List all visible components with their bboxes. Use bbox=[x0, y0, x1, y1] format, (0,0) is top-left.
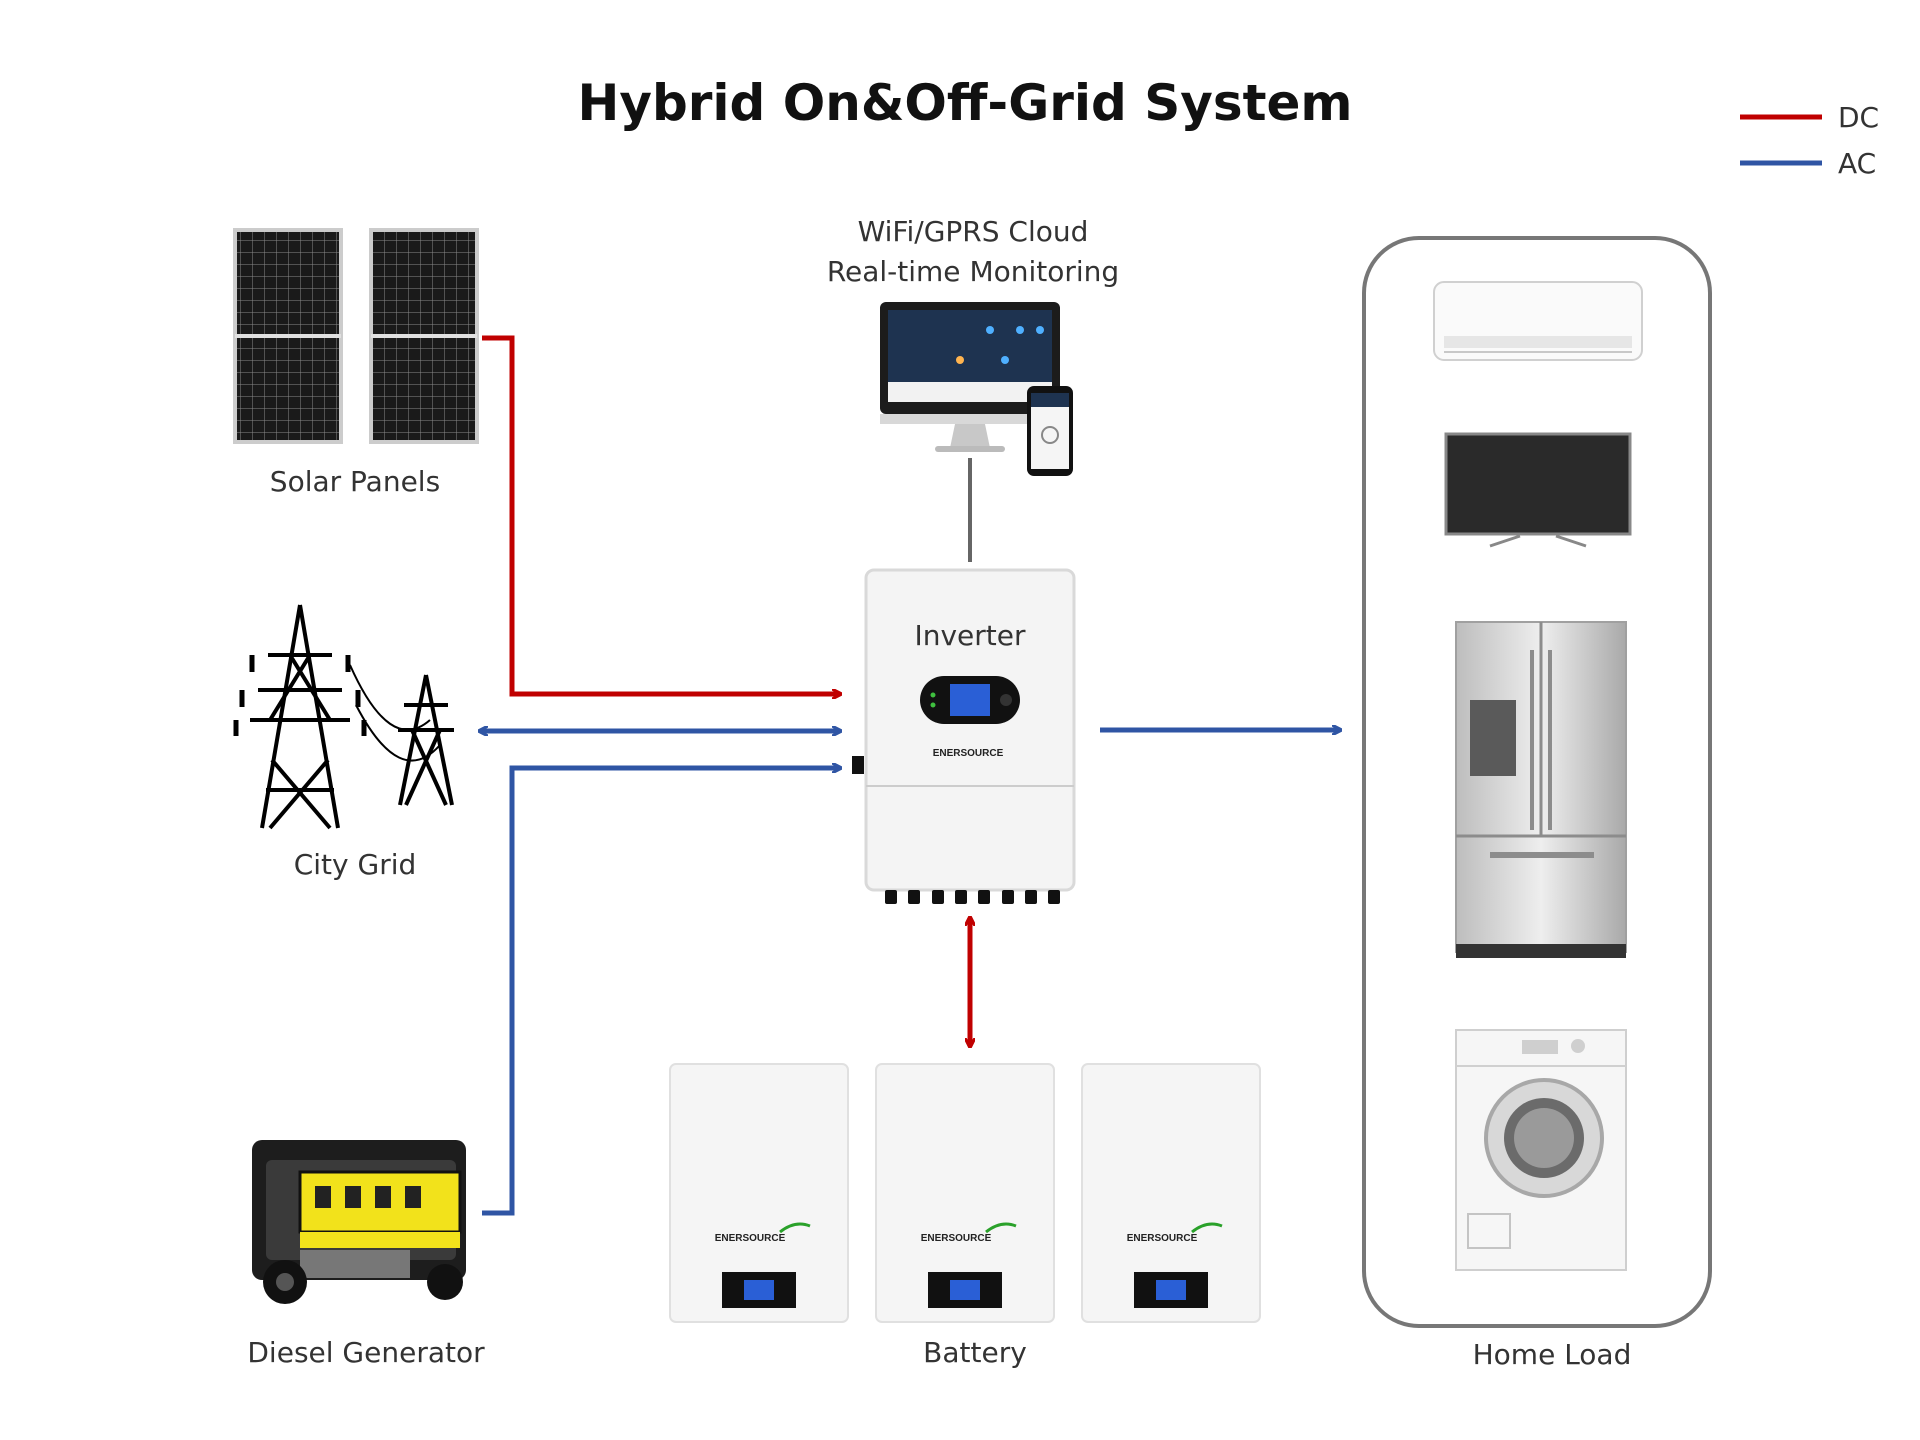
battery-unit: ENERSOURCE bbox=[669, 1063, 849, 1323]
home-load-label: Home Load bbox=[1473, 1338, 1632, 1371]
inverter-label: Inverter bbox=[914, 619, 1026, 652]
monitoring-label-line1: WiFi/GPRS Cloud bbox=[858, 215, 1089, 248]
inverter-icon bbox=[852, 568, 1076, 904]
monitor-computer-icon bbox=[880, 302, 1060, 452]
television-icon bbox=[1444, 432, 1632, 548]
battery-brand-logo: ENERSOURCE bbox=[921, 1233, 992, 1244]
battery-brand-logo: ENERSOURCE bbox=[715, 1233, 786, 1244]
power-tower-icon bbox=[233, 604, 454, 830]
air-conditioner-icon bbox=[1433, 281, 1643, 361]
solar-panels-label: Solar Panels bbox=[270, 465, 440, 498]
diagram-title: Hybrid On&Off-Grid System bbox=[578, 74, 1353, 132]
refrigerator-icon bbox=[1455, 621, 1627, 958]
battery-brand-logo: ENERSOURCE bbox=[1127, 1233, 1198, 1244]
diesel-generator-icon bbox=[252, 1140, 466, 1304]
smartphone-icon bbox=[1027, 386, 1073, 476]
battery-unit: ENERSOURCE bbox=[875, 1063, 1055, 1323]
home-load-box bbox=[1362, 236, 1712, 1328]
legend-dc-label: DC bbox=[1838, 101, 1879, 134]
battery-unit: ENERSOURCE bbox=[1081, 1063, 1261, 1323]
battery-label: Battery bbox=[923, 1336, 1027, 1369]
solar-panels-icon bbox=[233, 228, 479, 444]
diesel-generator-label: Diesel Generator bbox=[247, 1336, 485, 1369]
dc-line-solar-to-inverter bbox=[482, 335, 840, 694]
legend-ac-label: AC bbox=[1838, 147, 1876, 180]
monitoring-label-line2: Real-time Monitoring bbox=[827, 255, 1119, 288]
city-grid-label: City Grid bbox=[294, 848, 417, 881]
washing-machine-icon bbox=[1455, 1029, 1627, 1271]
ac-line-generator-to-inverter bbox=[482, 768, 840, 1216]
legend: DC AC bbox=[1740, 101, 1879, 180]
inverter-brand-logo: ENERSOURCE bbox=[933, 748, 1004, 759]
